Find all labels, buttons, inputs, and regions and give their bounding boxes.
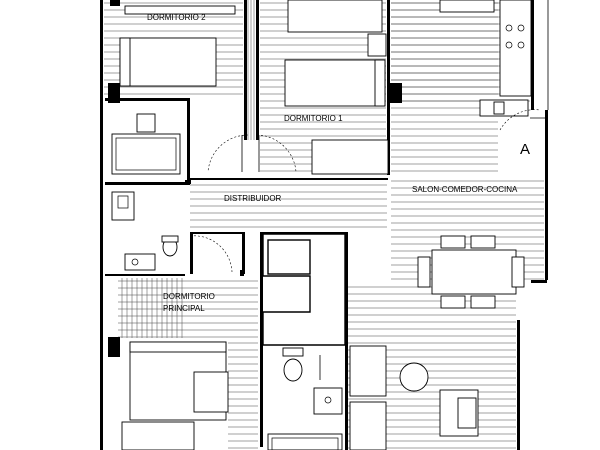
dormitorio-1-furniture [284,0,389,175]
label-principal-line2: PRINCIPAL [163,304,205,313]
label-dormitorio-2: DORMITORIO 2 [147,13,206,22]
label-dormitorio-1: DORMITORIO 1 [284,114,343,123]
door-swings [185,109,541,276]
living-set [349,345,479,450]
label-principal-line1: DORMITORIO [163,292,215,301]
dormitorio-principal-furniture [121,341,229,450]
label-salon: SALON-COMEDOR-COCINA [412,185,518,194]
dormitorio-2-furniture [119,5,236,87]
section-mark-label: A [520,141,530,158]
structural-columns [108,0,402,357]
walls [100,0,549,450]
kitchen [439,0,532,117]
room-labels: DORMITORIO 2 DORMITORIO 1 DISTRIBUIDOR S… [147,13,518,313]
dining-set [417,235,525,309]
corridor-block [262,233,346,346]
section-marker: A [520,117,548,158]
label-distribuidor: DISTRIBUIDOR [224,194,282,203]
bathroom-1 [111,113,181,271]
bathroom-2 [267,347,343,450]
